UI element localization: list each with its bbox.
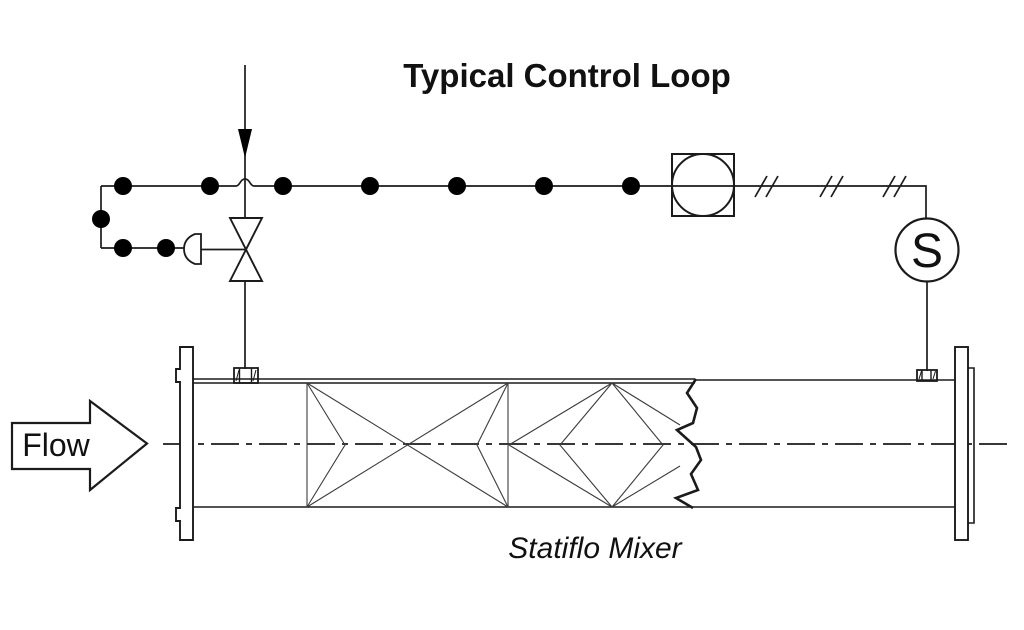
mixing-elements xyxy=(306,382,681,508)
diagram-title: Typical Control Loop xyxy=(403,57,731,94)
right-flange-icon xyxy=(954,346,969,541)
flow-arrow-icon: Flow xyxy=(10,398,149,493)
dosing-branch xyxy=(183,65,264,369)
valve-actuator-icon xyxy=(183,233,202,265)
flow-direction-arrow-icon xyxy=(238,129,252,158)
mixer-label: Statiflo Mixer xyxy=(508,532,682,565)
right-flange-gasket xyxy=(968,367,975,524)
left-flange-icon xyxy=(175,346,194,541)
flow-label: Flow xyxy=(22,427,90,463)
sensor-label: S xyxy=(911,225,943,278)
signal-lines xyxy=(100,178,927,249)
signal-line-top-right xyxy=(254,185,927,219)
sensor-instrument: S xyxy=(894,217,960,371)
signal-line-dots xyxy=(92,177,640,257)
controller-instrument-icon xyxy=(671,153,735,217)
pneumatic-slash-marks xyxy=(754,175,907,198)
sensor-fitting-icon xyxy=(916,369,938,382)
injection-fitting-icon xyxy=(233,367,259,384)
pipe-break-line xyxy=(672,378,703,510)
mixer-pipe xyxy=(163,346,1012,541)
